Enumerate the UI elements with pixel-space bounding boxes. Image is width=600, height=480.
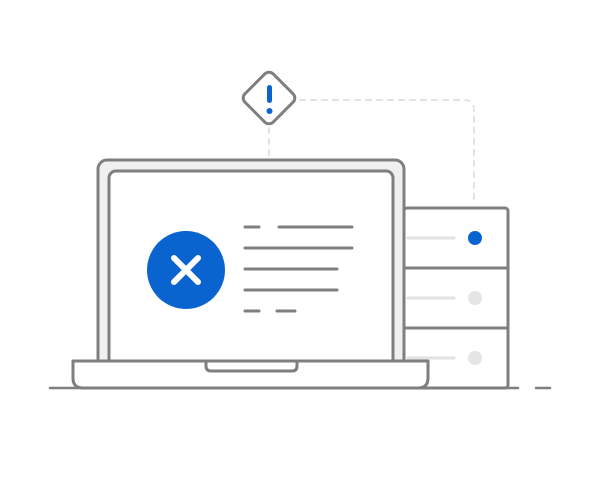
alert-badge	[241, 70, 297, 126]
connector-lines	[268, 99, 475, 205]
laptop-base	[71, 359, 430, 390]
exclamation-dot	[266, 108, 273, 114]
error-badge	[147, 231, 225, 309]
message-placeholder-lines	[243, 225, 354, 313]
exclamation-bar	[267, 85, 272, 103]
x-mark	[171, 255, 201, 285]
server-rack	[402, 206, 510, 390]
server-status-light	[468, 351, 482, 365]
connector-to-server	[299, 99, 475, 205]
laptop-notch	[204, 362, 299, 373]
server-status-light	[468, 231, 482, 245]
laptop	[71, 158, 430, 390]
server-status-light	[468, 291, 482, 305]
